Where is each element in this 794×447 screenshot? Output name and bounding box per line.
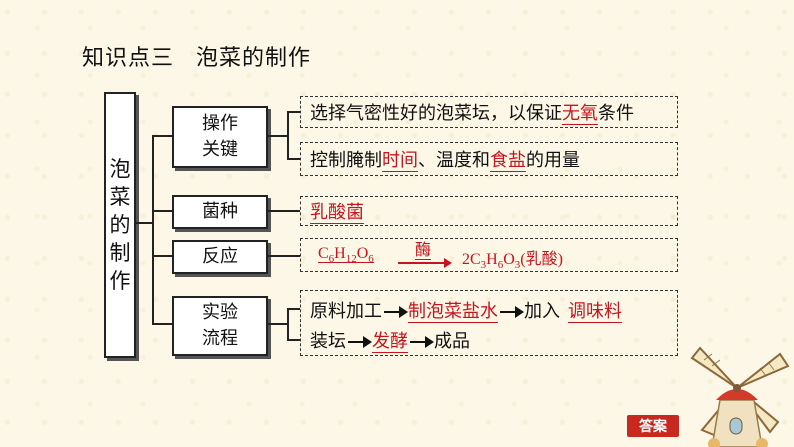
process-line-2: 装坛发酵成品: [310, 331, 470, 353]
op-key-line-1: 选择气密性好的泡菜坛，以保证无氧条件: [310, 103, 634, 125]
answer-blank: 制泡菜盐水: [408, 301, 498, 323]
answer-blank: 食盐: [490, 150, 526, 172]
main-topic-char: 的: [109, 213, 131, 237]
bracket-tick: [152, 210, 172, 212]
connector-process: [267, 323, 287, 325]
category-label: 操作: [202, 113, 238, 134]
answer-blank: 时间: [382, 150, 418, 172]
strain-detail: 乳酸菌: [310, 198, 364, 224]
windmill-decoration-icon: [690, 346, 790, 447]
detail-box-op-key-2: [300, 142, 678, 176]
section-topic: 泡菜的制作: [196, 46, 312, 71]
bracket-tick: [152, 135, 172, 137]
category-strain: 菌种: [172, 195, 268, 229]
detail-box-process: [300, 290, 678, 356]
connector-op-key-tick: [287, 111, 300, 113]
connector-process-spine: [287, 308, 289, 340]
product-formula: 2C3H6O3(乳酸): [462, 251, 563, 272]
answer-blank: 调味料: [568, 301, 622, 323]
detail-box-op-key-1: [300, 96, 678, 128]
category-label: 流程: [202, 328, 238, 349]
section-number: 知识点三: [82, 46, 175, 71]
bracket-spine: [152, 135, 154, 325]
reactant-formula: C6H12O6: [318, 245, 374, 266]
main-topic-char: 菜: [109, 185, 131, 209]
arrow-icon: [348, 336, 372, 348]
category-label: 反应: [202, 246, 238, 267]
connector-strain: [267, 210, 300, 212]
reaction-arrow: [398, 259, 452, 267]
connector-reaction: [267, 255, 300, 257]
answer-blank: 发酵: [372, 331, 408, 353]
category-reaction: 反应: [172, 240, 268, 274]
bracket-tick: [152, 323, 172, 325]
main-topic-char: 制: [109, 241, 131, 265]
main-topic-char: 泡: [109, 157, 131, 181]
op-key-line-2: 控制腌制时间、温度和食盐的用量: [310, 150, 580, 172]
section-title: 知识点三泡菜的制作: [82, 40, 311, 72]
connector-op-key-spine: [287, 111, 289, 159]
answer-blank: 无氧: [562, 103, 598, 125]
main-topic-box: 泡 菜 的 制 作: [104, 92, 136, 358]
connector-op-key-tick: [287, 158, 300, 160]
category-op-key: 操作 关键: [172, 106, 268, 168]
category-label: 实验: [202, 302, 238, 323]
detail-box-strain: [300, 196, 678, 226]
enzyme-label: 酶: [415, 240, 432, 260]
connector-process-tick: [287, 339, 300, 341]
category-label: 关键: [202, 139, 238, 160]
answer-button[interactable]: 答案: [627, 415, 679, 437]
arrow-icon: [500, 306, 524, 318]
category-process: 实验 流程: [172, 296, 268, 356]
category-label: 菌种: [202, 201, 238, 222]
connector-process-tick: [287, 308, 300, 310]
main-topic-char: 作: [109, 269, 131, 293]
answer-blank: 乳酸菌: [310, 202, 364, 224]
arrow-icon: [384, 306, 408, 318]
detail-box-reaction: [300, 238, 678, 272]
process-line-1: 原料加工制泡菜盐水加入调味料: [310, 301, 622, 323]
bracket-tick: [152, 255, 172, 257]
bracket-stem: [134, 222, 152, 224]
arrow-icon: [410, 336, 434, 348]
connector-op-key: [267, 135, 287, 137]
